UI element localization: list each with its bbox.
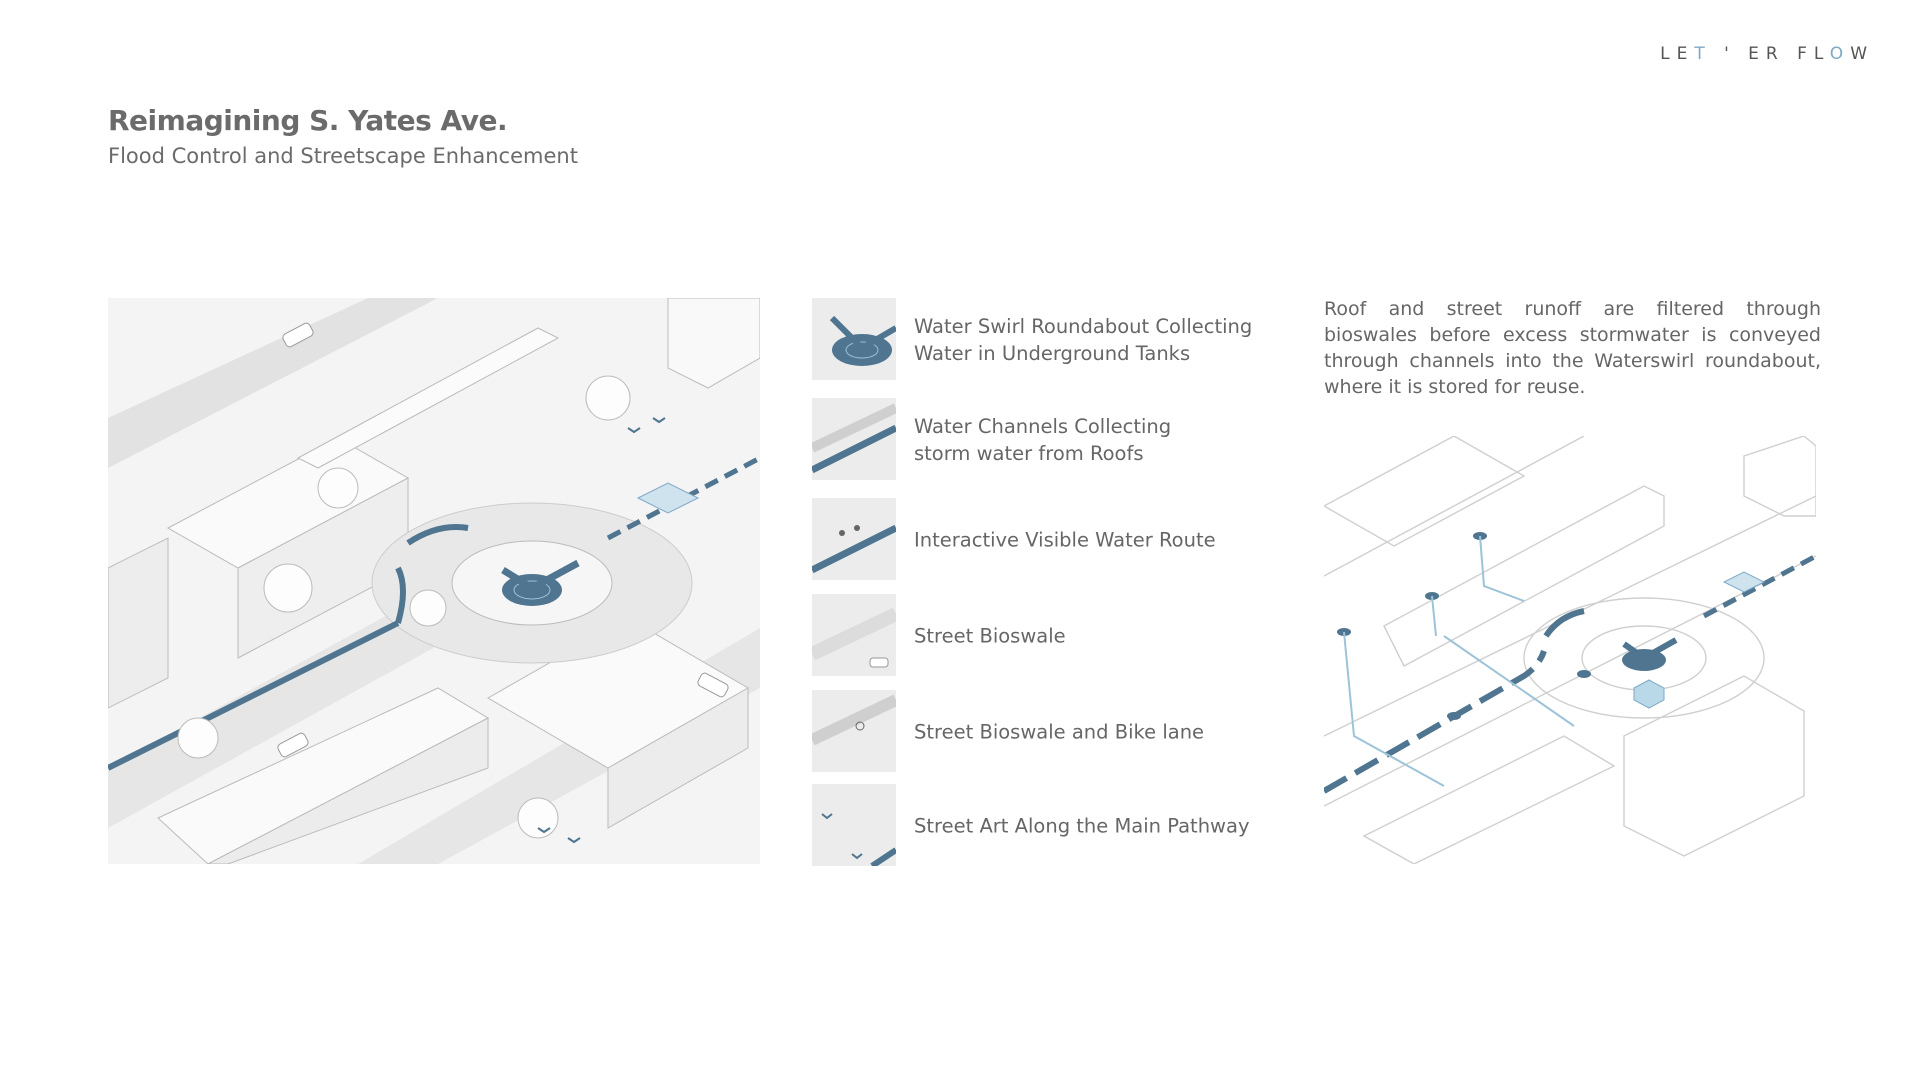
street-art-icon [812,784,896,866]
logo-accent-1: T [1694,44,1712,64]
brand-logo: LET ' ER FLOW [1660,44,1874,64]
bike-lane-icon [812,690,896,772]
stormwater-flow-diagram [1324,436,1816,864]
streetscape-axonometric-drawing [108,298,760,864]
legend-item: Interactive Visible Water Route [812,498,1292,582]
water-route-icon [812,498,896,580]
legend-item: Street Bioswale and Bike lane [812,690,1292,774]
logo-text-3: W [1850,44,1874,64]
legend-item: Street Art Along the Main Pathway [812,784,1292,868]
bioswale-icon [812,594,896,676]
legend-item-label: Street Bioswale [914,624,1066,648]
page-subtitle: Flood Control and Streetscape Enhancemen… [108,144,578,168]
legend-item-label: Water Channels Collecting storm water fr… [914,415,1172,465]
flow-diagram-svg [1324,436,1816,864]
swirl-roundabout-icon [812,298,896,380]
legend-item-label: Street Bioswale and Bike lane [914,720,1205,744]
legend-item-label: Interactive Visible Water Route [914,528,1216,552]
logo-text-1: LE [1660,44,1695,64]
legend-item: Water Swirl Roundabout Collecting Water … [812,298,1292,382]
legend-item-label: Water Swirl Roundabout Collecting Water … [914,315,1253,365]
legend-item: Water Channels Collecting storm water fr… [812,398,1292,482]
legend-item: Street Bioswale [812,594,1292,678]
description-paragraph: Roof and street runoff are filtered thro… [1324,298,1821,398]
page-title: Reimagining S. Yates Ave. [108,104,508,137]
logo-accent-2: O [1829,44,1851,64]
water-channel-icon [812,398,896,480]
legend-item-label: Street Art Along the Main Pathway [914,814,1250,838]
logo-text-2: ' ER FL [1711,44,1830,64]
streetscape-svg [108,298,760,864]
